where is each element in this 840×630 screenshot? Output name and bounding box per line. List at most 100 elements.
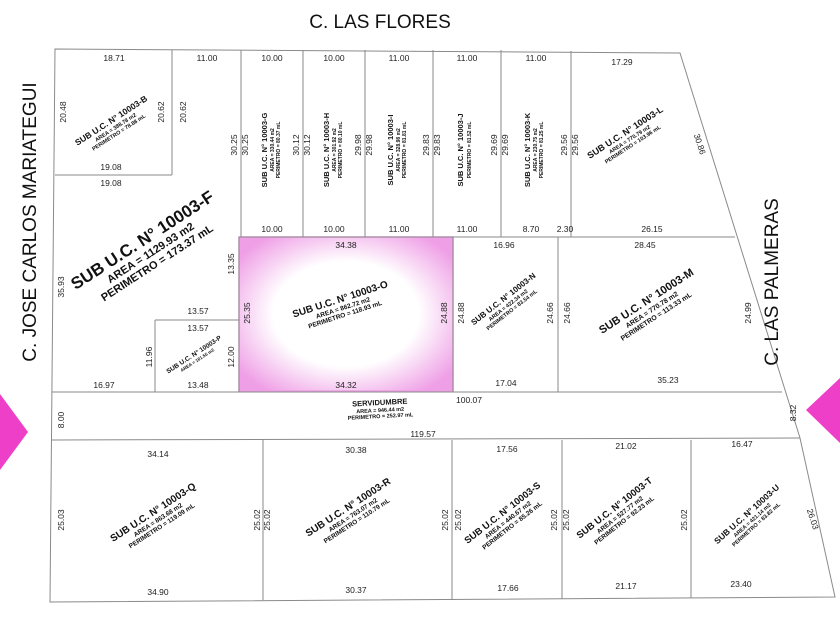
street-top: C. LAS FLORES <box>309 12 451 33</box>
highlighted-lot-o <box>238 236 454 392</box>
measurement: 25.02 <box>679 509 689 531</box>
lot-label-r: SUB U.C. N° 10003-R AREA = 763.07 m2 PER… <box>304 476 394 545</box>
lot-label-q: SUB U.C. N° 10003-Q AREA = 863.68 m2 PER… <box>109 481 199 550</box>
measurement: 34.14 <box>147 449 169 459</box>
measurement: 25.02 <box>440 509 450 531</box>
measurement: 11.00 <box>389 53 410 63</box>
lot-label-l: SUB U.C. N° 10003-L AREA = 770.79 m2 PER… <box>585 104 665 165</box>
measurement: 13.48 <box>187 380 209 390</box>
measurement: 26.15 <box>641 224 663 234</box>
lot-label-t: SUB U.C. N° 10003-T AREA = 527.77 m2 PER… <box>575 475 656 546</box>
lot-title: SUB U.C. N° 10003-I <box>386 115 395 186</box>
lot-detail: AREA = 328.98 m2 <box>396 128 402 172</box>
measurement: 26.03 <box>805 507 821 531</box>
measurement: 25.03 <box>56 509 66 531</box>
measurement: 17.29 <box>611 57 633 67</box>
lot-label-h: SUB U.C. N° 10003-H AREA = 301.92 m2 PER… <box>322 113 344 187</box>
lot-label-u: SUB U.C. N° 10003-U AREA = 421.14 m2 PER… <box>712 482 782 548</box>
measurement: 25.02 <box>453 509 463 531</box>
measurement: 16.47 <box>731 439 753 449</box>
measurement: 11.00 <box>457 224 478 234</box>
lot-boundaries <box>49 48 836 603</box>
measurement: 29.83 <box>421 134 431 156</box>
lot-label-k: SUB U.C. N° 10003-K AREA = 230.75 m2 PER… <box>523 112 545 187</box>
measurement: 34.32 <box>335 380 357 390</box>
measurement: 30.25 <box>229 134 239 156</box>
measurement: 10.00 <box>323 224 345 234</box>
lot-title: SUB U.C. N° 10003-K <box>523 112 532 187</box>
lot-detail: PERIMETRO = 80.10 mL <box>338 122 344 179</box>
measurement: 30.12 <box>291 134 301 156</box>
measurement: 29.69 <box>500 134 510 156</box>
measurement: 21.17 <box>615 581 637 591</box>
measurement: 34.90 <box>147 587 169 597</box>
measurement: 35.93 <box>56 276 66 298</box>
measurement: 28.45 <box>634 240 656 250</box>
lot-title: SERVIDUMBRE <box>352 397 408 409</box>
measurement: 13.35 <box>226 253 236 275</box>
lot-label-p: SUB U.C. N° 10003-P AREA = 161.55 m2 <box>165 333 224 375</box>
lot-label-f: SUB U.C. N° 10003-F AREA = 1129.93 m2 PE… <box>67 187 217 304</box>
measurement: 24.88 <box>439 302 449 324</box>
measurement: 11.00 <box>389 224 410 234</box>
lot-title: SUB U.C. N° 10003-J <box>456 113 465 186</box>
lot-label-g: SUB U.C. N° 10003-G AREA = 330.44 m2 PER… <box>260 112 282 187</box>
measurement: 13.57 <box>187 306 209 316</box>
lot-label-m: SUB U.C. N° 10003-M AREA = 770.78 m2 PER… <box>597 267 696 343</box>
measurement: 25.02 <box>262 509 272 531</box>
measurement: 17.04 <box>495 378 517 388</box>
lot-detail: AREA = 330.44 m2 <box>270 128 276 172</box>
street-left: C. JOSE CARLOS MARIATEGUI <box>20 82 41 361</box>
left-arrow-icon <box>0 394 28 470</box>
lot-detail: AREA = 946.44 m2 <box>356 407 404 416</box>
lot-detail: PERIMETRO = 81.25 mL <box>539 122 545 179</box>
measurement: 24.99 <box>743 302 753 324</box>
measurement: 25.02 <box>549 509 559 531</box>
measurement: 20.62 <box>156 101 166 123</box>
lot-detail: AREA = 301.92 m2 <box>332 128 338 172</box>
measurement: 30.37 <box>345 585 367 595</box>
measurement: 119.57 <box>410 429 436 439</box>
measurement: 34.38 <box>335 240 357 250</box>
lot-detail: AREA = 230.75 m2 <box>533 128 539 172</box>
lot-detail: PERIMETRO = 80.37 mL <box>276 122 282 179</box>
measurement: 24.88 <box>456 302 466 324</box>
measurement: 25.02 <box>252 509 262 531</box>
lot-title: SUB U.C. N° 10003-P <box>165 333 224 375</box>
measurement: 11.00 <box>457 53 478 63</box>
measurement: 29.83 <box>432 134 442 156</box>
measurement: 100.07 <box>456 395 482 405</box>
measurement: 25.35 <box>242 302 252 324</box>
measurement: 16.96 <box>493 240 515 250</box>
outer-boundary <box>49 48 836 603</box>
right-arrow-icon <box>806 378 840 443</box>
measurement: 30.12 <box>302 134 312 156</box>
measurement: 11.96 <box>144 346 154 367</box>
lot-label-b: SUB U.C. N° 10003-B AREA = 388.78 m2 PER… <box>73 93 149 152</box>
measurement: 29.56 <box>570 134 580 156</box>
lot-detail: PERIMETRO = 81.81 mL <box>402 122 408 179</box>
lot-label-n: SUB U.C. N° 10003-N AREA = 422.34 m2 PER… <box>469 271 539 332</box>
measurement: 29.98 <box>364 134 374 156</box>
measurement: 10.00 <box>323 53 345 63</box>
measurement: 29.56 <box>559 134 569 156</box>
measurement: 11.00 <box>197 53 218 63</box>
measurement: 12.00 <box>226 346 236 368</box>
lot-detail: PERIMETRO = 81.52 mL <box>467 122 473 179</box>
measurement: 10.00 <box>261 224 283 234</box>
measurement: 30.38 <box>345 445 367 455</box>
measurement: 30.25 <box>240 134 250 156</box>
measurement: 17.56 <box>496 444 518 454</box>
measurement: 24.66 <box>562 302 572 324</box>
measurement: 10.00 <box>261 53 283 63</box>
measurement: 11.00 <box>526 53 547 63</box>
measurement: 16.97 <box>93 380 115 390</box>
lot-title: SUB U.C. N° 10003-G <box>260 112 269 187</box>
measurement: 21.02 <box>615 441 637 451</box>
measurement: 8.00 <box>56 411 66 428</box>
measurement: 35.23 <box>657 375 679 385</box>
lot-detail: PERIMETRO = 252.97 mL <box>348 412 414 421</box>
measurement: 18.71 <box>103 53 125 63</box>
measurement: 8.70 <box>523 224 540 234</box>
